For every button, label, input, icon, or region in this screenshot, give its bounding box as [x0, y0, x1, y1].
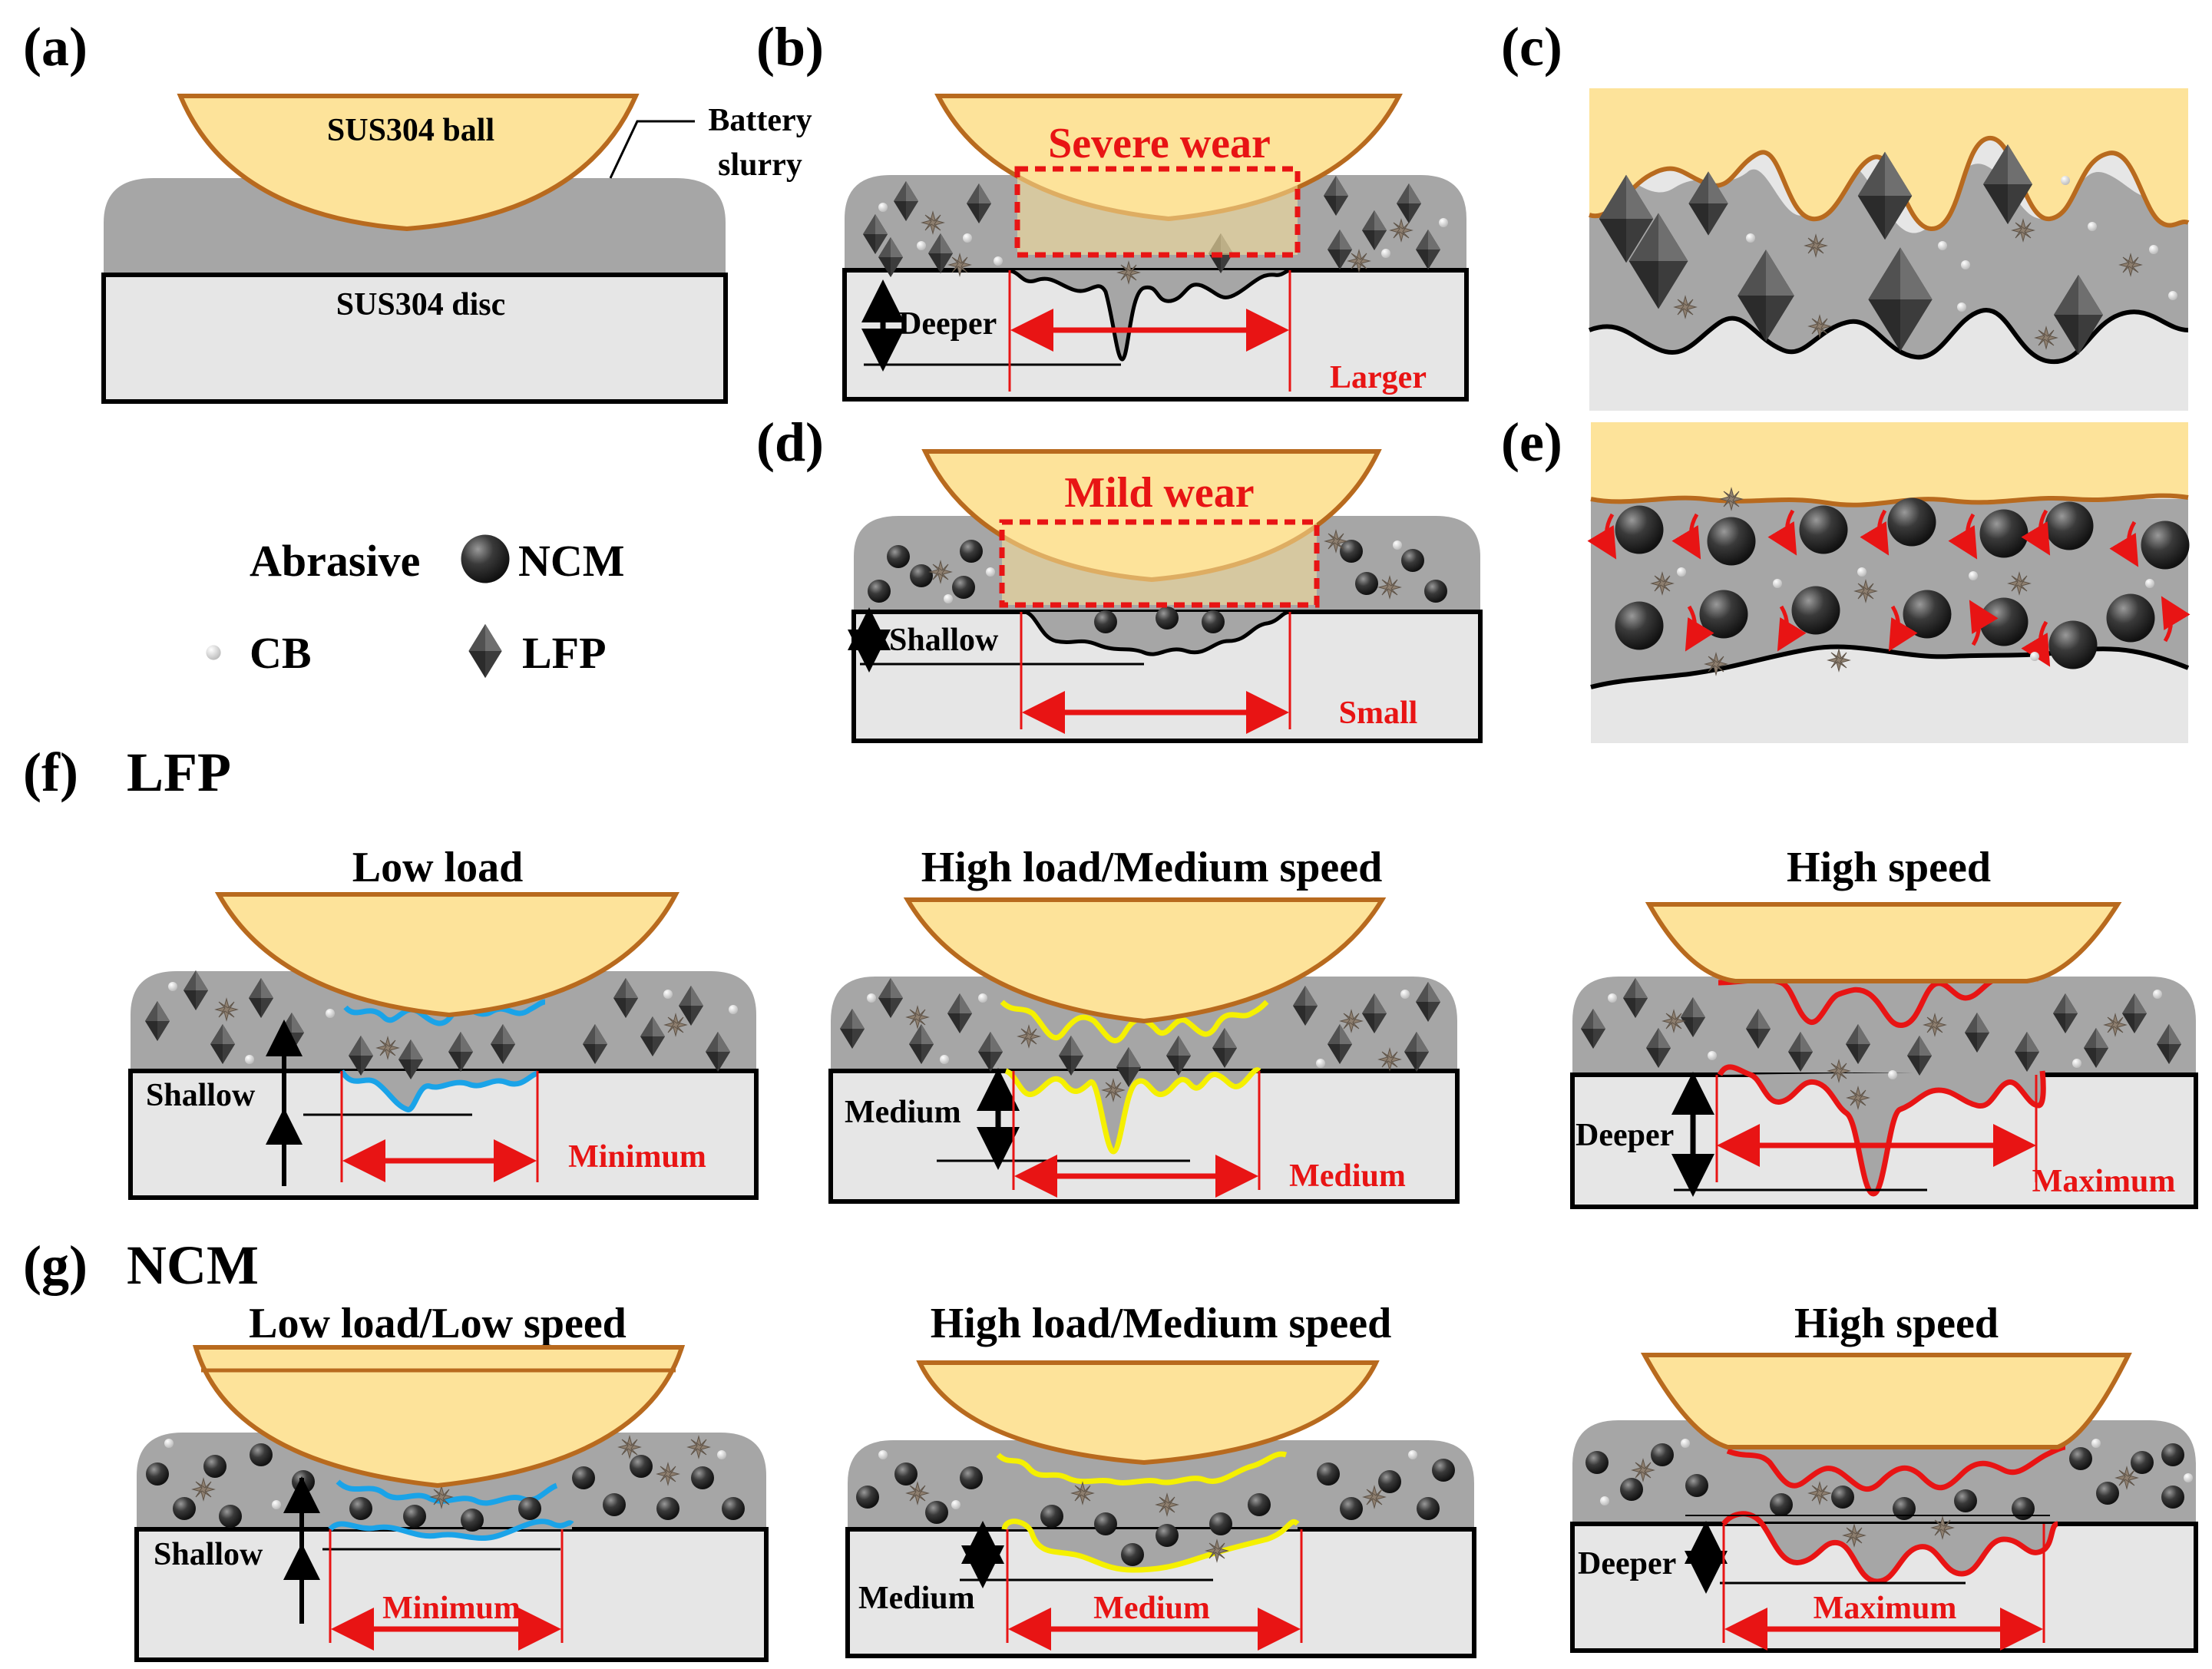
depth-label: Deeper: [1578, 1546, 1676, 1581]
width-label: Maximum: [1814, 1591, 1957, 1626]
lfp-case-high-speed: High speed Deeper Maximum: [1570, 844, 2198, 1209]
lfp-case-low-load: Low load Shallow Minimum: [128, 844, 759, 1200]
row-f-title: LFP: [127, 742, 231, 803]
ncm-case-low-load-low-speed: Low load/Low speed Shallow Minimum: [134, 1300, 769, 1662]
ncm-case-high-speed: High speed Deeper Maximum: [1570, 1300, 2198, 1653]
severe-wear-zone: [1014, 166, 1301, 258]
case-title: Low load: [352, 844, 524, 891]
shallow-label: Shallow: [889, 623, 999, 658]
slurry-label-2: slurry: [718, 147, 802, 183]
lfp-case-high-load-medium-speed: High load/Medium speed Medium Medium: [828, 844, 1460, 1204]
ball-label: SUS304 ball: [327, 113, 494, 148]
case-title: Low load/Low speed: [249, 1300, 627, 1347]
width-label: Medium: [1289, 1158, 1406, 1194]
case-title: High speed: [1794, 1300, 1999, 1347]
panel-label-g: (g): [23, 1234, 88, 1296]
panel-label-c: (c): [1501, 16, 1562, 78]
depth-label: Shallow: [154, 1537, 263, 1572]
legend-lfp: LFP: [522, 628, 607, 678]
row-g-title: NCM: [127, 1234, 259, 1296]
disc-label: SUS304 disc: [336, 287, 506, 322]
slurry-leader-line: [609, 120, 695, 179]
width-label: Medium: [1093, 1591, 1210, 1626]
case-title: High speed: [1787, 844, 1991, 891]
panel-label-b: (b): [756, 16, 824, 78]
panel-label-d: (d): [756, 411, 824, 473]
small-label: Small: [1339, 696, 1418, 731]
panel-label-f: (f): [23, 742, 78, 803]
mild-wear-label: Mild wear: [1064, 469, 1254, 517]
depth-label: Medium: [845, 1095, 961, 1130]
sus304-ball: [177, 94, 640, 232]
width-label: Maximum: [2032, 1164, 2176, 1199]
depth-label: Medium: [858, 1581, 975, 1616]
legend-cb: CB: [250, 628, 312, 678]
width-label: Minimum: [382, 1591, 521, 1626]
legend-abrasive: Abrasive: [250, 536, 420, 586]
panel-label-a: (a): [23, 16, 88, 78]
panel-e-zoom: [1587, 422, 2191, 743]
width-label: Minimum: [568, 1139, 706, 1175]
panel-d-diagram: Mild wear Shallow Small: [848, 449, 1483, 743]
legend-ncm: NCM: [518, 536, 625, 586]
panel-b-diagram: Severe wear Deeper Larger: [842, 94, 1469, 402]
deeper-label: Deeper: [898, 306, 997, 342]
depth-label: Shallow: [146, 1078, 256, 1113]
panel-c-zoom: [1588, 88, 2190, 411]
slurry-label-1: Battery: [708, 103, 812, 138]
sus304-disc: [101, 273, 728, 404]
larger-label: Larger: [1330, 360, 1427, 395]
legend: Abrasive NCM CB LFP: [206, 534, 625, 972]
rolling-arrows: [1587, 509, 2191, 667]
panel-label-e: (e): [1501, 411, 1562, 473]
case-title: High load/Medium speed: [921, 844, 1383, 891]
case-title: High load/Medium speed: [931, 1300, 1392, 1347]
mild-wear-zone: [999, 519, 1320, 608]
depth-label: Deeper: [1576, 1118, 1674, 1153]
severe-wear-label: Severe wear: [1048, 120, 1271, 167]
ncm-case-high-load-medium-speed: High load/Medium speed Medium Medium: [845, 1300, 1476, 1658]
panel-a-diagram: SUS304 ball SUS304 disc Battery slurry: [101, 94, 812, 404]
